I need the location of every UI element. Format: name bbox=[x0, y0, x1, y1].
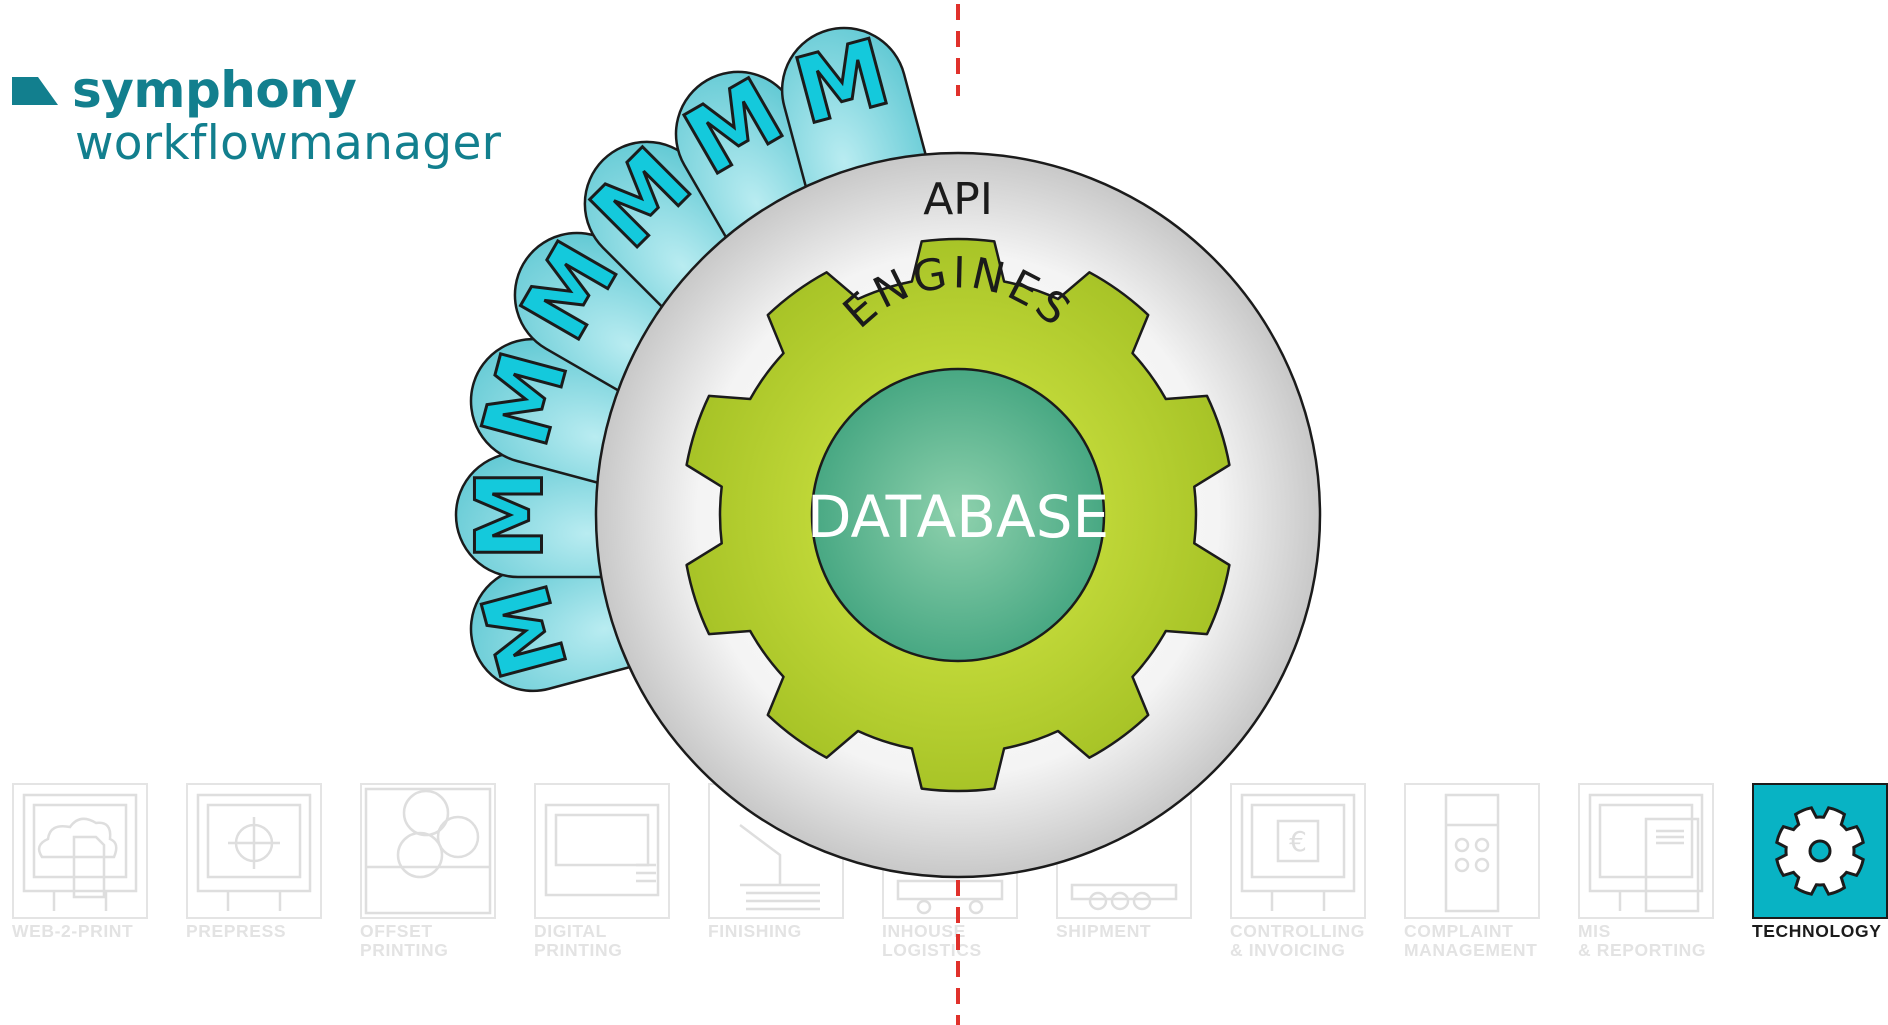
rollers-icon bbox=[364, 787, 492, 915]
cloud-document-icon bbox=[22, 793, 138, 911]
tile-label-controlling-invoicing: CONTROLLING& INVOICING bbox=[1230, 921, 1365, 960]
phone-keypad-icon bbox=[1444, 793, 1500, 913]
tile-label-finishing: FINISHING bbox=[708, 921, 802, 941]
tile-complaint-management[interactable] bbox=[1404, 783, 1540, 919]
tile-technology[interactable] bbox=[1752, 783, 1888, 919]
euro-icon: € bbox=[1240, 793, 1356, 911]
database-label: DATABASE bbox=[807, 483, 1109, 551]
tile-controlling-invoicing[interactable]: € bbox=[1230, 783, 1366, 919]
brand-title: symphony bbox=[72, 61, 357, 119]
brand-mark-icon bbox=[12, 77, 58, 105]
truck-icon bbox=[1070, 883, 1178, 911]
tile-label-shipment: SHIPMENT bbox=[1056, 921, 1152, 941]
cart-icon bbox=[896, 879, 1004, 915]
tile-mis-reporting[interactable] bbox=[1578, 783, 1714, 919]
paper-stack-icon bbox=[739, 824, 820, 911]
tile-digital-printing[interactable] bbox=[534, 783, 670, 919]
gear-icon bbox=[1775, 806, 1865, 896]
tile-label-prepress: PREPRESS bbox=[186, 921, 287, 941]
digital-printer-icon bbox=[544, 803, 660, 897]
workflow-module-label: M bbox=[457, 469, 564, 561]
api-label: API bbox=[923, 174, 993, 225]
report-icon bbox=[1588, 793, 1704, 913]
tile-web-2-print[interactable] bbox=[12, 783, 148, 919]
svg-text:€: € bbox=[1289, 825, 1307, 858]
tile-label-web-2-print: WEB-2-PRINT bbox=[12, 921, 134, 941]
tile-label-mis-reporting: MIS& REPORTING bbox=[1578, 921, 1707, 960]
brand-subtitle: workflowmanager bbox=[75, 116, 502, 171]
tile-prepress[interactable] bbox=[186, 783, 322, 919]
database-core bbox=[810, 367, 1106, 663]
crosshair-icon bbox=[196, 793, 312, 911]
tile-offset-printing[interactable] bbox=[360, 783, 496, 919]
tile-label-technology: TECHNOLOGY bbox=[1752, 921, 1882, 941]
